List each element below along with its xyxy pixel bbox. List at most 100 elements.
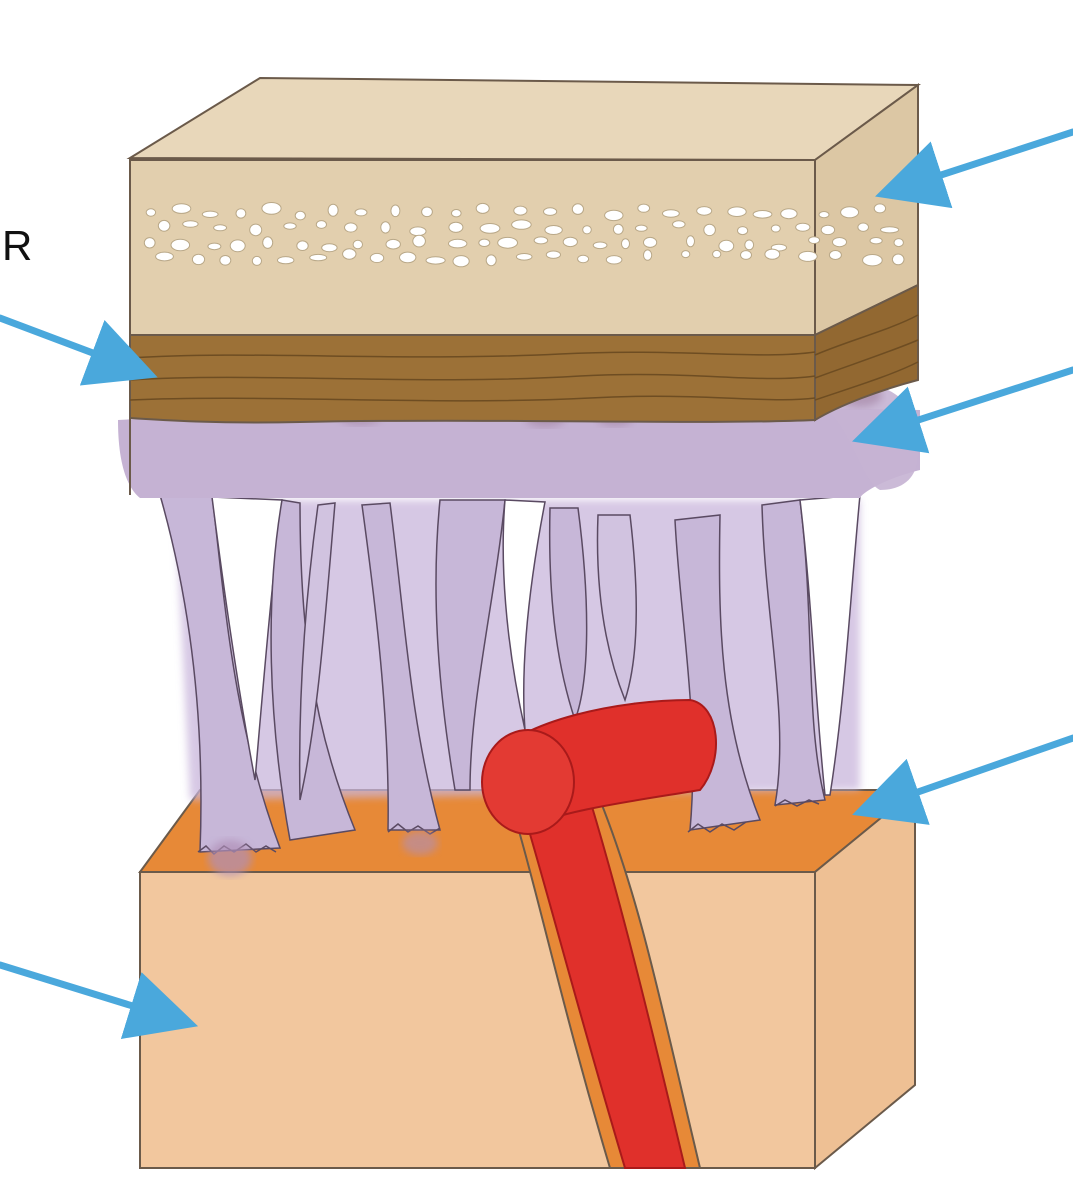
pore-58: [412, 234, 426, 248]
pore-87: [515, 252, 533, 261]
pore-45: [795, 222, 811, 232]
pore-90: [605, 255, 623, 265]
pore-97: [828, 250, 842, 260]
pore-21: [780, 208, 798, 220]
pore-78: [251, 255, 262, 266]
pore-20: [752, 210, 773, 219]
pore-17: [662, 209, 680, 218]
pore-77: [219, 254, 232, 266]
pore-64: [592, 241, 608, 250]
vessel-trunk: [518, 799, 687, 1169]
pore-73: [869, 237, 883, 245]
arrow-right-lower: [852, 734, 1073, 825]
pore-63: [562, 236, 578, 248]
pore-26: [182, 220, 199, 228]
pore-27: [213, 224, 228, 232]
top-block: [126, 76, 922, 495]
pore-28: [249, 223, 263, 237]
pore-31: [344, 222, 358, 233]
pore-1: [171, 203, 192, 214]
pore-19: [727, 206, 747, 217]
pore-83: [399, 251, 417, 264]
pore-8: [390, 204, 401, 218]
pore-43: [737, 226, 749, 236]
pore-23: [840, 206, 860, 219]
arrow-top-right: [875, 128, 1073, 209]
pore-34: [448, 221, 464, 233]
pore-16: [637, 203, 651, 213]
pore-2: [201, 210, 219, 219]
pore-30: [315, 220, 327, 229]
arrow-right-middle: [852, 366, 1073, 454]
pore-80: [309, 253, 328, 262]
pore-52: [229, 239, 246, 253]
arrows: [0, 128, 1073, 1039]
pore-55: [321, 243, 338, 253]
pore-81: [342, 248, 357, 260]
pore-7: [354, 208, 368, 217]
pore-54: [296, 240, 309, 251]
pore-5: [294, 210, 306, 221]
pore-60: [478, 238, 491, 248]
pore-75: [155, 251, 174, 262]
pore-32: [380, 221, 391, 234]
pore-10: [451, 209, 462, 218]
arrow-left-lower: [0, 961, 199, 1039]
pore-94: [740, 250, 752, 260]
pore-13: [543, 207, 558, 216]
arrow-left-upper: [0, 314, 158, 386]
pore-88: [545, 250, 562, 259]
pore-12: [513, 205, 528, 216]
pore-35: [479, 223, 501, 234]
pore-65: [621, 238, 630, 250]
pore-46: [820, 224, 836, 236]
pore-25: [157, 219, 171, 232]
pore-56: [352, 239, 363, 250]
pore-86: [485, 254, 497, 267]
pore-50: [170, 238, 191, 252]
pore-49: [143, 237, 156, 249]
pore-6: [327, 203, 339, 217]
bottom-block-front: [139, 871, 816, 1169]
pore-93: [712, 249, 722, 259]
smudge-2: [402, 831, 438, 855]
pore-61: [497, 236, 519, 249]
pore-74: [893, 238, 904, 248]
pore-76: [191, 253, 206, 266]
pore-69: [744, 239, 755, 251]
blood-vessel: [481, 698, 717, 1169]
pore-3: [235, 208, 247, 219]
pore-39: [612, 223, 624, 235]
pore-89: [577, 254, 590, 264]
pore-53: [262, 236, 274, 249]
pore-14: [571, 203, 585, 215]
pore-24: [873, 203, 887, 214]
pore-36: [511, 219, 532, 230]
vessel-end: [481, 729, 575, 835]
pore-96: [798, 250, 818, 262]
pore-92: [681, 250, 691, 259]
pore-44: [770, 224, 781, 233]
pore-59: [448, 238, 468, 249]
fiber-4: [298, 502, 336, 801]
smudge-1: [208, 840, 252, 876]
pore-37: [544, 225, 563, 235]
top-block-pores: [143, 202, 905, 268]
pore-57: [385, 238, 401, 250]
pore-40: [634, 224, 648, 232]
pore-22: [818, 211, 830, 219]
membrane-body: [118, 408, 920, 498]
pore-4: [261, 202, 282, 215]
pore-51: [207, 242, 222, 251]
pore-99: [891, 253, 905, 266]
brown-band-lines: [129, 314, 919, 402]
pore-47: [857, 222, 870, 232]
fiber-12: [799, 494, 861, 796]
pore-62: [533, 236, 549, 245]
pore-33: [409, 226, 427, 237]
fiber-3: [270, 499, 357, 841]
pore-67: [686, 235, 695, 248]
pore-18: [696, 206, 713, 216]
fiber-1: [159, 494, 282, 853]
